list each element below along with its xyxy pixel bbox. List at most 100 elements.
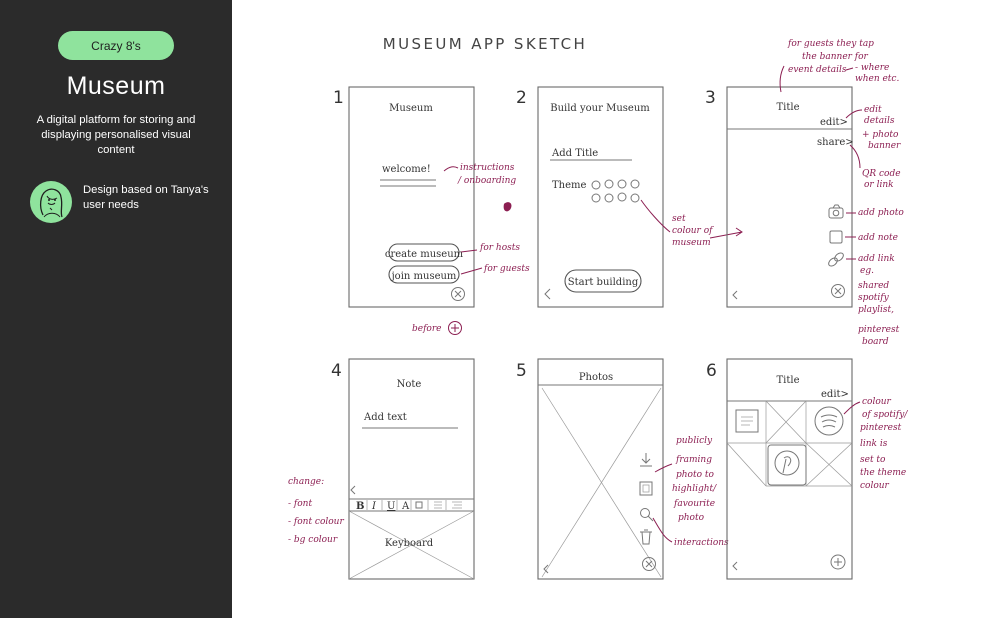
photo-placeholder[interactable] xyxy=(541,387,662,578)
note-add-photo: add photo xyxy=(858,208,904,218)
note-qr-2: or link xyxy=(864,180,894,190)
note-for-guests: for guests xyxy=(483,264,530,274)
download-icon[interactable] xyxy=(640,453,652,467)
back-icon[interactable] xyxy=(732,561,738,571)
note-actions-1: publicly xyxy=(676,436,713,446)
screen-5-photos: 5 Photos publicly framing photo to highl… xyxy=(516,358,729,580)
add-title-field[interactable]: Add Title xyxy=(551,148,598,159)
note-where-1: - where xyxy=(855,63,889,73)
screen-3-museum-page: 3 Title edit> share> for guests they tap… xyxy=(705,39,904,347)
note-where-2: when etc. xyxy=(855,74,899,84)
share-link[interactable]: share> xyxy=(817,137,854,148)
screen-3-number: 3 xyxy=(705,88,716,108)
font-colour-button[interactable]: A xyxy=(401,501,410,512)
note-add-link-4: spotify xyxy=(858,293,890,303)
back-icon[interactable] xyxy=(544,288,551,300)
note-edit-details-2: details xyxy=(864,116,895,126)
note-actions-4: highlight/ xyxy=(672,484,717,494)
keyboard-label: Keyboard xyxy=(385,538,434,549)
camera-icon[interactable] xyxy=(828,204,844,219)
frame-icon[interactable] xyxy=(639,481,653,496)
screen-6-title: Title xyxy=(776,375,799,386)
formatting-toolbar: B I U A xyxy=(349,498,474,512)
add-text-field[interactable]: Add text xyxy=(363,412,407,423)
pinterest-icon[interactable] xyxy=(767,444,807,486)
screen-4-number: 4 xyxy=(331,361,342,381)
note-edit-details-1: edit xyxy=(864,105,882,115)
note-square-icon[interactable] xyxy=(829,230,843,244)
wireframe-sketch: MUSEUM APP SKETCH 1 Museum welcome! crea… xyxy=(288,35,908,580)
note-change-3: - font colour xyxy=(288,517,344,527)
sketch-canvas: MUSEUM APP SKETCH 1 Museum welcome! crea… xyxy=(232,0,990,618)
screen-3-frame xyxy=(726,86,853,308)
back-icon[interactable] xyxy=(543,564,549,574)
back-icon[interactable] xyxy=(732,290,738,300)
note-edit-details-4: banner xyxy=(868,141,901,151)
keyboard-area[interactable]: Keyboard xyxy=(348,510,475,580)
note-colour-1: colour xyxy=(862,397,892,407)
screen-3-title: Title xyxy=(776,102,799,113)
link-icon[interactable] xyxy=(827,251,845,267)
screen-6-museum-filled: 6 Title edit> c xyxy=(706,358,908,580)
persona-portrait-icon xyxy=(39,188,63,218)
sketch-heading: MUSEUM APP SKETCH xyxy=(383,35,587,53)
back-icon[interactable] xyxy=(350,485,356,495)
join-museum-button[interactable] xyxy=(388,265,460,284)
add-icon[interactable] xyxy=(830,554,846,570)
screen-5-title: Photos xyxy=(579,372,613,383)
screen-6-frame xyxy=(726,358,853,580)
note-add-link-6: pinterest xyxy=(858,325,900,335)
note-add-link-3: shared xyxy=(858,281,889,291)
note-interactions: interactions xyxy=(674,538,729,548)
note-colour-7: colour xyxy=(860,481,890,491)
start-building-button[interactable] xyxy=(564,269,642,293)
note-add-link-1: add link xyxy=(858,254,895,264)
crazy-eights-tag: Crazy 8's xyxy=(58,31,174,60)
sidebar: Crazy 8's Museum A digital platform for … xyxy=(0,0,232,618)
theme-colour-swatches[interactable] xyxy=(591,179,640,203)
close-icon[interactable] xyxy=(642,557,656,571)
screen-1-welcome: 1 Museum welcome! create museum join mus… xyxy=(333,86,530,335)
theme-label: Theme xyxy=(552,180,587,191)
trash-icon[interactable] xyxy=(640,529,652,545)
persona-note: Design based on Tanya's user needs xyxy=(83,184,209,211)
note-actions-6: photo xyxy=(678,513,705,523)
bullet-list-icon[interactable] xyxy=(434,501,442,509)
note-colour-4: link is xyxy=(860,439,888,449)
screen-5-frame xyxy=(537,358,664,580)
note-actions-3: photo to xyxy=(676,470,714,480)
app-description: A digital platform for storing and displ… xyxy=(36,114,196,156)
note-change-2: - font xyxy=(288,499,312,509)
italic-button[interactable]: I xyxy=(371,501,377,512)
note-change-4: - bg colour xyxy=(288,535,338,545)
create-museum-button[interactable] xyxy=(388,243,460,262)
close-icon[interactable] xyxy=(451,287,465,301)
note-qr-1: QR code xyxy=(862,169,901,179)
screen-2-title: Build your Museum xyxy=(550,103,650,114)
note-before: before xyxy=(412,324,441,334)
screen-2-number: 2 xyxy=(516,88,527,108)
align-icon[interactable] xyxy=(452,501,462,509)
note-banner-1: for guests they tap xyxy=(787,39,874,49)
edit-link[interactable]: edit> xyxy=(820,117,848,128)
spotify-icon[interactable] xyxy=(814,406,844,436)
note-colour-6: the theme xyxy=(860,468,906,478)
note-for-hosts: for hosts xyxy=(479,243,520,253)
note-colour-2: of spotify/ xyxy=(862,410,908,420)
screen-1-title: Museum xyxy=(389,103,433,114)
zoom-icon[interactable] xyxy=(640,508,654,522)
bold-button[interactable]: B xyxy=(356,501,364,512)
add-icon xyxy=(448,321,462,335)
close-icon[interactable] xyxy=(831,284,845,298)
ink-blot xyxy=(503,202,512,212)
note-set-colour-3: museum xyxy=(672,238,711,248)
sticky-note-icon[interactable] xyxy=(735,409,759,433)
start-building-label: Start building xyxy=(568,277,639,288)
bg-colour-button[interactable] xyxy=(415,501,423,509)
note-add-link-2: eg. xyxy=(860,266,874,276)
note-edit-details-3: + photo xyxy=(862,130,899,140)
underline-button[interactable]: U xyxy=(387,501,395,512)
note-banner-2: the banner for xyxy=(802,52,869,62)
edit-link[interactable]: edit> xyxy=(821,389,849,400)
create-museum-label: create museum xyxy=(385,249,464,260)
